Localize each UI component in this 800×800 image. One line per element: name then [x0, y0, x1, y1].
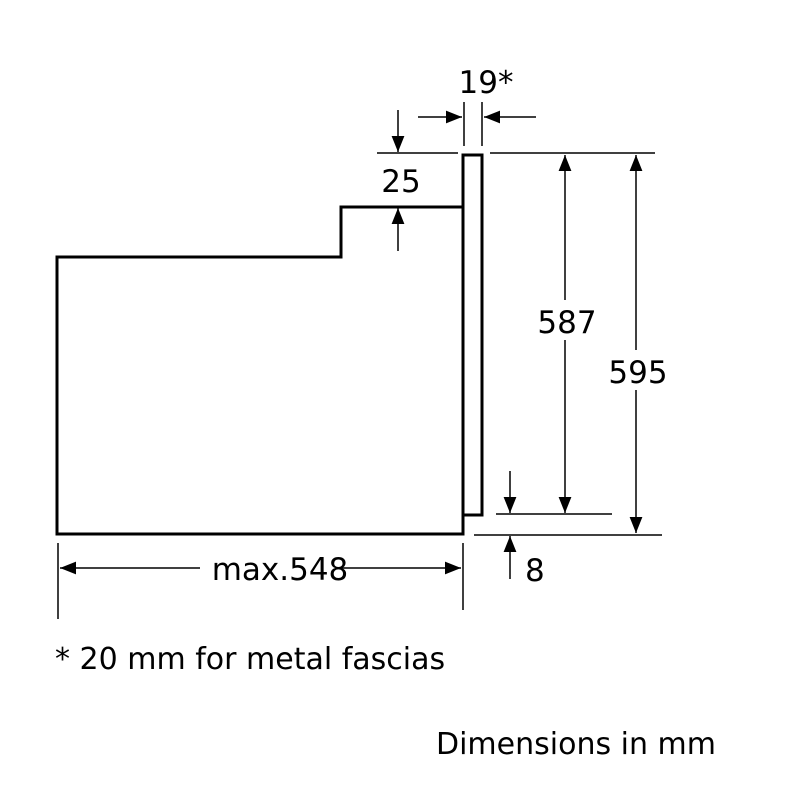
dim-depth: max.548: [212, 552, 349, 588]
oven-body-outline: [55, 153, 484, 536]
dim-total-height: 595: [608, 355, 667, 391]
dim-bottom-offset: 8: [525, 553, 545, 589]
dim-front-height: 587: [537, 305, 596, 341]
units-note: Dimensions in mm: [436, 727, 716, 762]
dim-top-step: 25: [381, 164, 420, 200]
dim-fascia-thickness: 19*: [459, 65, 514, 101]
footnote: * 20 mm for metal fascias: [55, 642, 445, 677]
